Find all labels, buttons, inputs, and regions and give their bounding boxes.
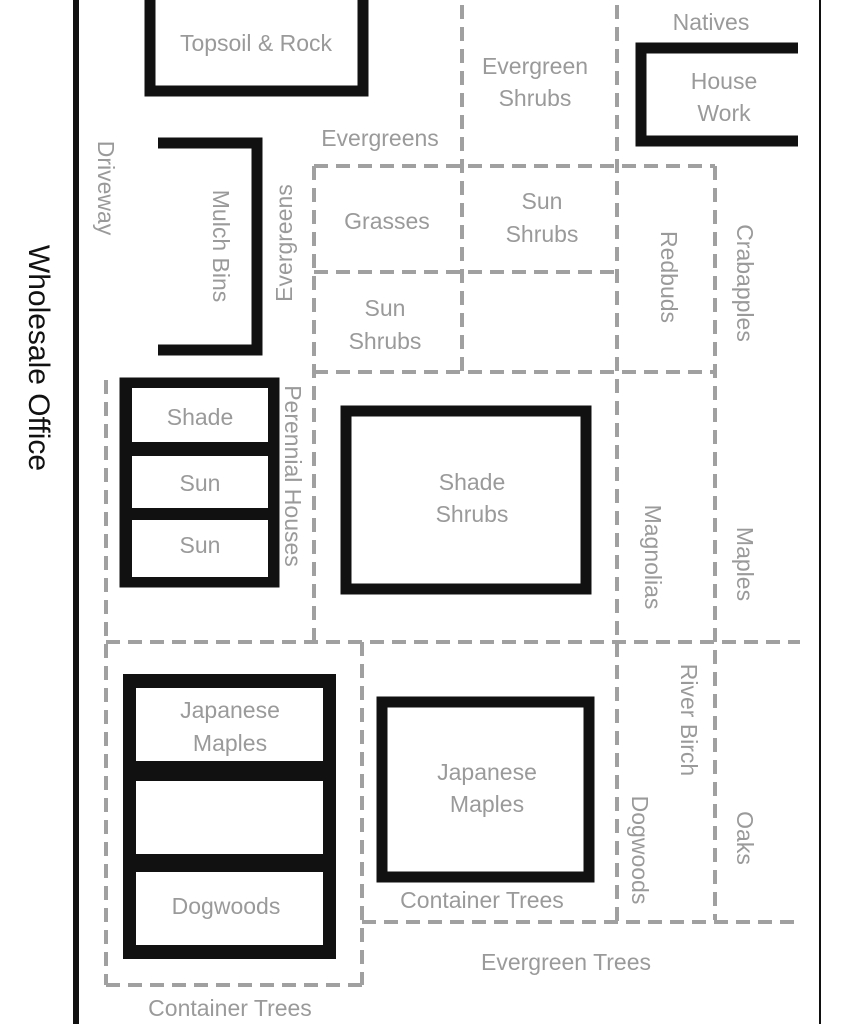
shade-house-label: Shade <box>167 404 234 430</box>
sun-shrubs-lower-label-line2: Shrubs <box>349 328 422 354</box>
maples-label: Maples <box>732 527 758 601</box>
japanese-maples-left-label-line1: Japanese <box>180 697 280 723</box>
sun-shrubs-lower-label-line1: Sun <box>365 295 406 321</box>
perennial-frame-divider-bottom <box>122 508 277 520</box>
perennial-frame-left <box>122 380 132 585</box>
japanese-maples-left-bin <box>136 688 323 761</box>
driveway-label: Driveway <box>93 141 119 236</box>
dogwoods-vertical-label: Dogwoods <box>627 796 653 905</box>
page-title: Wholesale Office <box>22 245 55 471</box>
evergreens-vertical-label: Evergreens <box>271 184 297 302</box>
topsoil-bin <box>144 0 369 97</box>
container-trees-center-label: Container Trees <box>400 887 564 913</box>
topsoil-label: Topsoil & Rock <box>180 30 333 56</box>
dogwoods-bin-label: Dogwoods <box>172 893 281 919</box>
labels: Topsoil & Rock Natives House Work Evergr… <box>93 9 758 1021</box>
evergreen-trees-label: Evergreen Trees <box>481 949 651 975</box>
perennial-houses-label: Perennial Houses <box>280 385 306 567</box>
grasses-label: Grasses <box>344 208 430 234</box>
dogwoods-bin <box>136 872 323 945</box>
japanese-maples-center-label-line2: Maples <box>450 791 524 817</box>
sun-shrubs-upper-label-line1: Sun <box>522 188 563 214</box>
sun-shrubs-upper-label-line2: Shrubs <box>506 221 579 247</box>
perennial-frame-top <box>122 378 277 388</box>
sun-house-1-label: Sun <box>180 470 221 496</box>
perennial-frame-bottom <box>122 577 277 587</box>
shade-shrubs-bed <box>340 405 592 595</box>
natives-label: Natives <box>673 9 750 35</box>
evergreens-label: Evergreens <box>321 125 439 151</box>
crabapples-label: Crabapples <box>732 224 758 342</box>
perennial-frame-right <box>268 380 278 585</box>
river-birch-label: River Birch <box>676 664 702 776</box>
house-work-label-line1: House <box>691 68 757 94</box>
mulch-bins <box>158 137 263 356</box>
zone-borders <box>104 5 800 987</box>
magnolias-label: Magnolias <box>640 505 666 610</box>
oaks-label: Oaks <box>732 811 758 865</box>
shade-shrubs-label-line1: Shade <box>439 469 506 495</box>
house-work-bin <box>635 42 798 147</box>
structures <box>144 0 798 883</box>
japanese-maples-center-label-line1: Japanese <box>437 759 537 785</box>
japanese-maples-left-label-line2: Maples <box>193 730 267 756</box>
container-trees-bottom-label: Container Trees <box>148 995 312 1021</box>
shade-shrubs-label-line2: Shrubs <box>436 501 509 527</box>
perennial-frame-divider-top <box>122 442 277 456</box>
evergreen-shrubs-label-line2: Shrubs <box>499 85 572 111</box>
redbuds-label: Redbuds <box>656 231 682 323</box>
empty-middle-bin <box>136 781 323 854</box>
house-work-label-line2: Work <box>697 100 751 126</box>
sun-house-2-label: Sun <box>180 532 221 558</box>
japanese-maples-center-bed <box>376 696 595 883</box>
evergreen-shrubs-label-line1: Evergreen <box>482 53 588 79</box>
mulch-bins-label: Mulch Bins <box>208 190 234 302</box>
